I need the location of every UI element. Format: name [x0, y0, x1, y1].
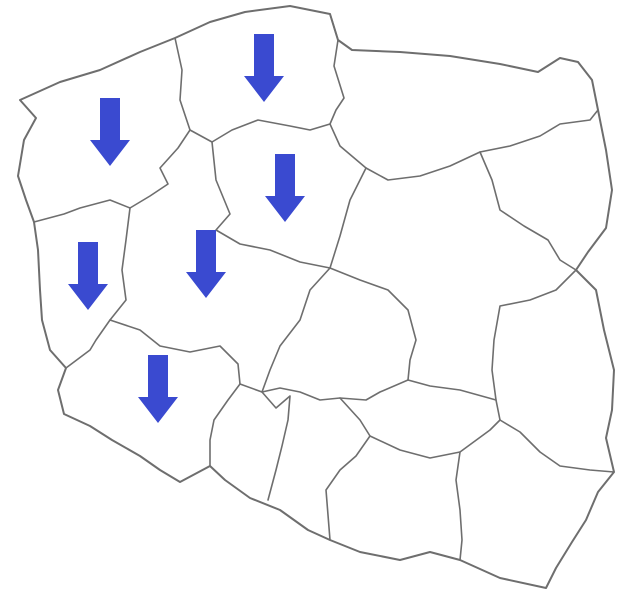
arrow-down-icon-kujawsko-pomorskie	[265, 154, 305, 222]
border-zachodniopomorskie-pomorskie	[33, 37, 191, 223]
poland-outline	[17, 5, 615, 589]
border-kujawsko-east	[329, 167, 367, 269]
border-lodzkie-mazowieckie	[329, 267, 417, 381]
border-slaskie-malopolskie	[325, 397, 371, 541]
border-lubuskie-wielkopolskie	[65, 207, 131, 369]
border-opolskie-slaskie	[261, 391, 291, 501]
border-dolnoslaskie-opolskie	[209, 383, 241, 467]
border-swietokrzyskie-south	[369, 419, 501, 459]
arrow-down-icon-pomorskie	[244, 34, 284, 102]
arrow-down-icon-wielkopolskie	[186, 230, 226, 298]
arrow-layer	[68, 34, 305, 423]
border-kujawsko-south	[211, 141, 331, 269]
border-lodzkie-swietokrzyskie	[261, 379, 409, 401]
arrow-down-icon-lubuskie	[68, 242, 108, 310]
border-podlaskie-mazowieckie	[479, 151, 577, 271]
arrow-down-icon-zachodniopomorskie	[90, 98, 130, 166]
border-mazowieckie-lubelskie	[491, 269, 577, 421]
border-warminsko-mazowieckie	[329, 109, 599, 181]
border-malopolskie-podkarpackie	[455, 451, 463, 561]
border-lubelskie-podkarpackie	[499, 419, 615, 473]
arrow-down-icon-dolnoslaskie	[138, 355, 178, 423]
border-mazowieckie-swietokrzyskie	[407, 379, 497, 401]
border-pomorskie-warminsko	[329, 13, 345, 125]
border-wielkopolskie-dolnoslaskie	[109, 319, 241, 385]
